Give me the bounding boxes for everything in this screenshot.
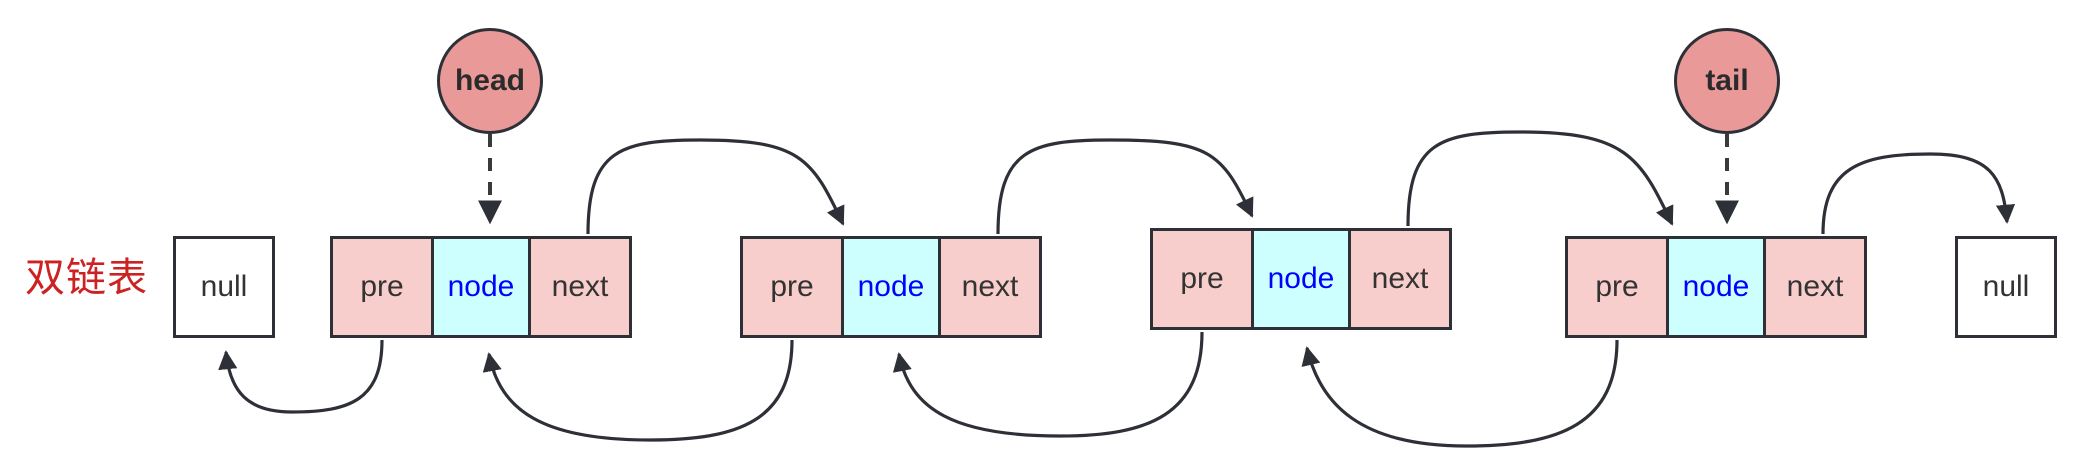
node-2-pre-cell[interactable]: pre [740,236,844,338]
node-1-next-label: next [551,270,609,303]
tail-pointer-label: tail [1705,64,1749,97]
node-1-value-label: node [447,270,515,303]
list-node-3[interactable]: pre node next [1150,228,1456,330]
list-node-1[interactable]: pre node next [330,236,636,338]
edge-next-4-null [1821,152,2016,235]
node-4-next-label: next [1786,270,1844,303]
node-3-next-cell[interactable]: next [1348,228,1452,330]
node-3-pre-cell[interactable]: pre [1150,228,1254,330]
node-4-pre-cell[interactable]: pre [1565,236,1669,338]
node-1-pre-cell[interactable]: pre [330,236,434,338]
edge-pre-4-3 [1301,339,1619,448]
node-1-next-cell[interactable]: next [528,236,632,338]
list-node-2[interactable]: pre node next [740,236,1046,338]
diagram-title-label: 双链表 [25,255,148,301]
null-terminator-left-label: null [200,270,248,303]
edge-next-3-4 [1406,130,1674,227]
node-4-value-label: node [1682,270,1750,303]
edge-pre-3-2 [892,331,1204,438]
node-3-value-cell[interactable]: node [1251,228,1351,330]
list-node-4[interactable]: pre node next [1565,236,1871,338]
node-2-pre-label: pre [770,270,814,303]
null-terminator-right: null [1955,236,2057,338]
node-2-value-label: node [857,270,925,303]
node-3-next-label: next [1371,262,1429,295]
null-terminator-left: null [173,236,275,338]
node-4-next-cell[interactable]: next [1763,236,1867,338]
head-pointer-node[interactable]: head [437,28,543,134]
tail-pointer-node[interactable]: tail [1674,28,1780,134]
edge-next-2-3 [996,138,1254,235]
edge-pre-2-1 [482,339,794,442]
edge-next-1-2 [586,138,845,235]
node-2-value-cell[interactable]: node [841,236,941,338]
node-3-value-label: node [1267,262,1335,295]
head-pointer-label: head [454,64,526,97]
node-2-next-cell[interactable]: next [938,236,1042,338]
null-terminator-right-label: null [1982,270,2030,303]
node-3-pre-label: pre [1180,262,1224,295]
node-4-pre-label: pre [1595,270,1639,303]
edge-pre-1-null [218,339,384,414]
node-4-value-cell[interactable]: node [1666,236,1766,338]
node-2-next-label: next [961,270,1019,303]
node-1-pre-label: pre [360,270,404,303]
node-1-value-cell[interactable]: node [431,236,531,338]
